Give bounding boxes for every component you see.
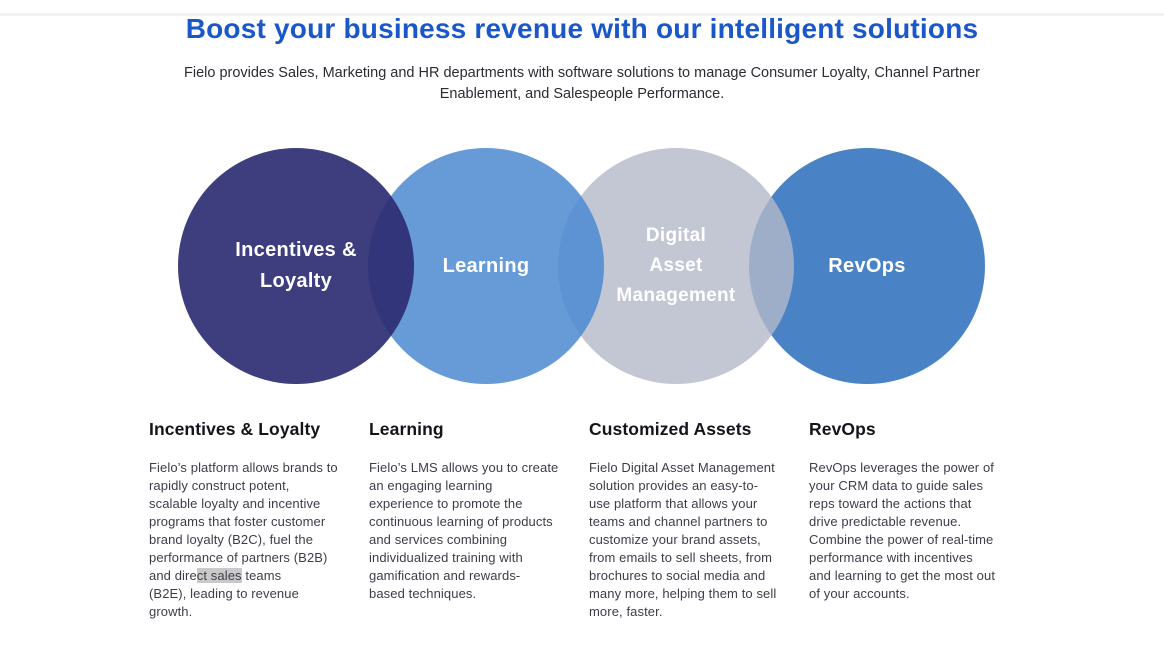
column-body-revops: RevOps leverages the power of your CRM d… bbox=[809, 460, 996, 601]
solution-columns: Incentives & Loyalty Fielo’s platform al… bbox=[149, 419, 1015, 621]
body-text-before-highlight: Fielo’s platform allows brands to rapidl… bbox=[149, 460, 338, 583]
column-heading-revops: RevOps bbox=[809, 419, 876, 439]
solutions-venn-diagram: Incentives & Loyalty Learning Digital As… bbox=[0, 148, 1164, 384]
venn-circle-digital-asset-management-label: Digital Asset Management bbox=[616, 224, 736, 306]
column-body-learning: Fielo’s LMS allows you to create an enga… bbox=[369, 460, 559, 601]
venn-circle-incentives-loyalty: Incentives & Loyalty bbox=[178, 148, 414, 384]
column-incentives-loyalty: Incentives & Loyalty Fielo’s platform al… bbox=[149, 419, 355, 621]
page-subtitle: Fielo provides Sales, Marketing and HR d… bbox=[183, 65, 980, 102]
column-revops: RevOps RevOps leverages the power of you… bbox=[809, 419, 1015, 621]
highlighted-text: ct sales bbox=[196, 568, 242, 583]
column-body-customized-assets: Fielo Digital Asset Management solution … bbox=[589, 460, 777, 619]
top-divider bbox=[0, 13, 1164, 16]
column-learning: Learning Fielo’s LMS allows you to creat… bbox=[369, 419, 575, 621]
venn-circle-revops-label: RevOps bbox=[828, 254, 906, 277]
venn-circle-incentives-loyalty-label: Incentives & Loyalty bbox=[235, 239, 357, 292]
column-heading-customized-assets: Customized Assets bbox=[589, 419, 752, 439]
column-body-incentives-loyalty: Fielo’s platform allows brands to rapidl… bbox=[149, 459, 355, 621]
venn-circle-learning-label: Learning bbox=[442, 254, 530, 277]
column-customized-assets: Customized Assets Fielo Digital Asset Ma… bbox=[589, 419, 795, 621]
page-title: Boost your business revenue with our int… bbox=[185, 13, 979, 44]
column-heading-learning: Learning bbox=[369, 419, 444, 439]
body-text-after-highlight: teams (B2E), leading to revenue growth. bbox=[149, 568, 299, 619]
column-heading-incentives-loyalty: Incentives & Loyalty bbox=[149, 419, 321, 439]
